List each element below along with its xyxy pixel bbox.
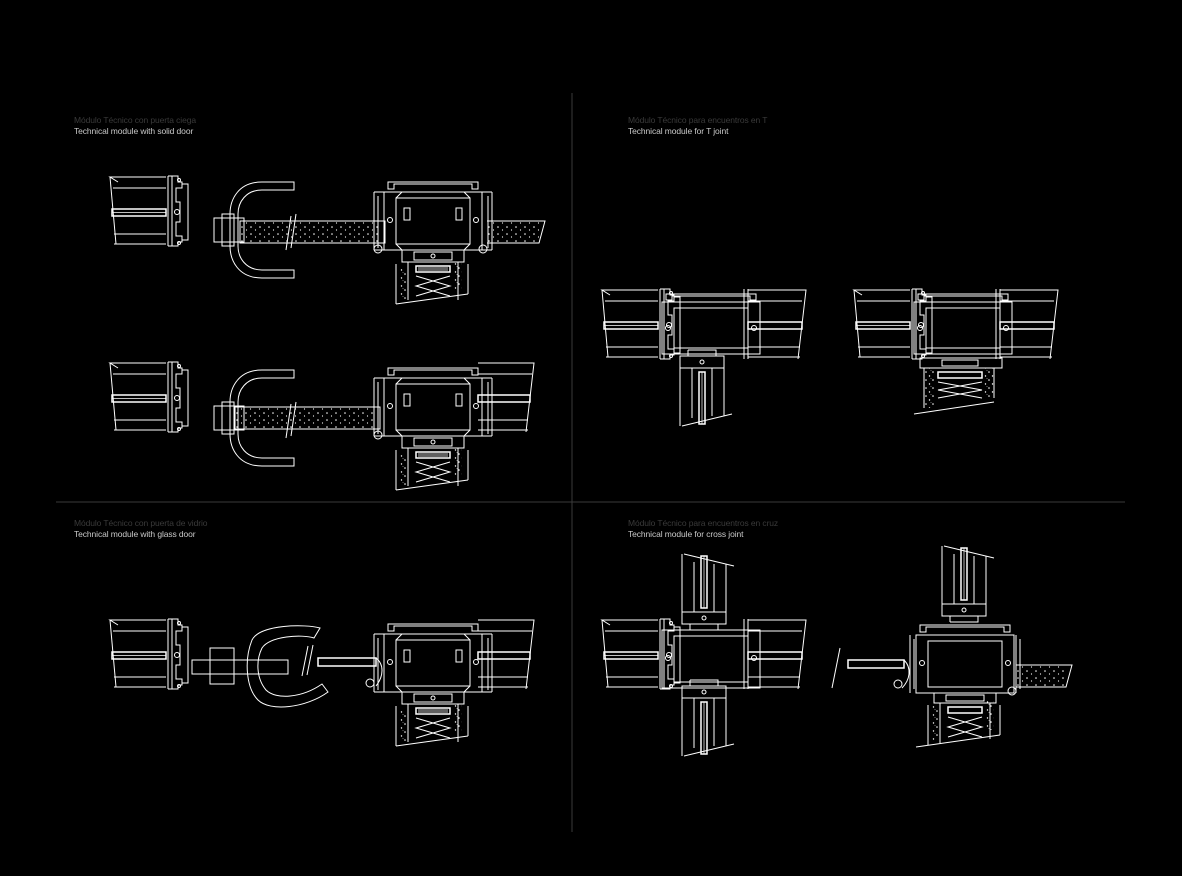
glass-door-section (109, 618, 535, 747)
caption-glass-door: Módulo Técnico con puerta de vidrio Tech… (74, 518, 207, 540)
cross-joint-section-2 (831, 545, 1073, 748)
solid-door-section-2 (109, 361, 535, 491)
caption-spanish: Módulo Técnico para encuentros en cruz (628, 518, 779, 528)
t-joint-section-2 (853, 288, 1059, 415)
caption-english: Technical module for cross joint (628, 529, 744, 539)
caption-english: Technical module with solid door (74, 126, 194, 136)
caption-cross-joint: Módulo Técnico para encuentros en cruz T… (628, 518, 778, 540)
cross-joint-section-1 (601, 553, 807, 757)
caption-spanish: Módulo Técnico con puerta ciega (74, 115, 196, 125)
caption-solid-door: Módulo Técnico con puerta ciega Technica… (74, 115, 196, 137)
caption-english: Technical module with glass door (74, 529, 196, 539)
caption-spanish: Módulo Técnico para encuentros en T (628, 115, 768, 125)
t-joint-section-1 (601, 288, 807, 427)
caption-spanish: Módulo Técnico con puerta de vidrio (74, 518, 208, 528)
solid-door-section-1 (109, 175, 546, 305)
caption-t-joint: Módulo Técnico para encuentros en T Tech… (628, 115, 767, 137)
caption-english: Technical module for T joint (628, 126, 729, 136)
